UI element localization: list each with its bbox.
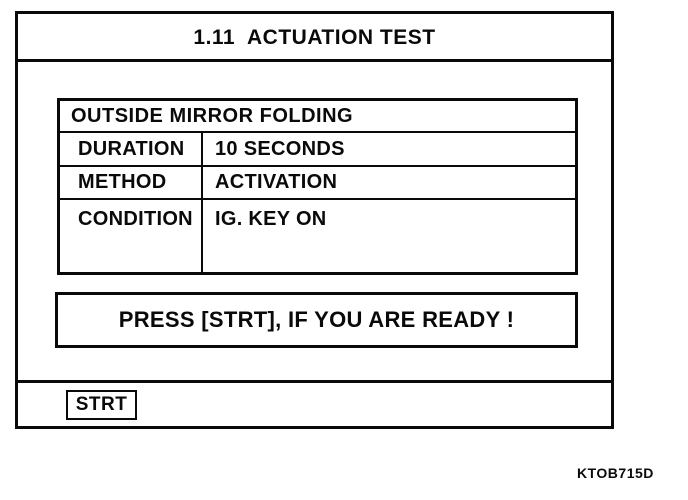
ready-prompt-box: PRESS [STRT], IF YOU ARE READY ! (55, 292, 578, 348)
condition-value: IG. KEY ON (215, 208, 327, 230)
test-name: OUTSIDE MIRROR FOLDING (71, 104, 354, 127)
strt-button[interactable]: STRT (66, 390, 137, 420)
table-row: METHOD ACTIVATION (60, 167, 575, 200)
duration-label: DURATION (60, 133, 203, 165)
function-key-bar: STRT (18, 380, 611, 426)
ready-prompt-text: PRESS [STRT], IF YOU ARE READY ! (118, 307, 515, 332)
table-row: OUTSIDE MIRROR FOLDING (60, 101, 575, 133)
table-row: CONDITION IG. KEY ON (60, 200, 575, 272)
method-value: ACTIVATION (215, 171, 338, 193)
duration-value: 10 SECONDS (215, 137, 345, 160)
screen-title: 1.11 ACTUATION TEST (18, 14, 611, 62)
actuation-test-screen: 1.11 ACTUATION TEST OUTSIDE MIRROR FOLDI… (15, 11, 614, 429)
figure-code: KTOB715D (577, 465, 654, 481)
condition-label: CONDITION (60, 200, 203, 272)
table-row: DURATION 10 SECONDS (60, 133, 575, 167)
test-spec-table: OUTSIDE MIRROR FOLDING DURATION 10 SECON… (57, 98, 578, 275)
method-label: METHOD (60, 167, 203, 198)
